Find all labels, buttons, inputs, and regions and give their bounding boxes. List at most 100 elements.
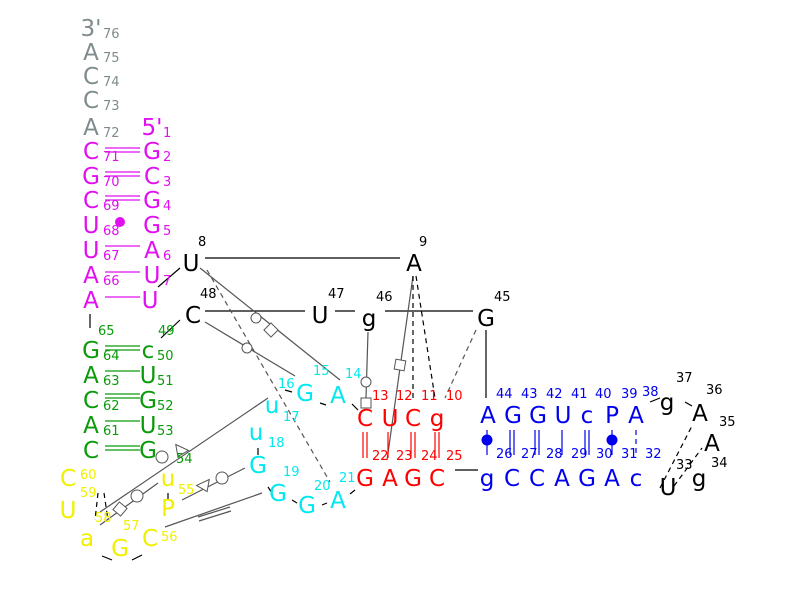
nucleotide-39: P bbox=[605, 403, 619, 429]
nucleotide-20: A bbox=[330, 488, 346, 514]
bond-line bbox=[99, 482, 159, 526]
nucleotide-number: 9 bbox=[419, 235, 427, 250]
bond-line bbox=[267, 486, 273, 494]
nucleotide-34: g bbox=[692, 466, 707, 492]
nucleotide-number: 69 bbox=[103, 199, 120, 214]
bond-line bbox=[673, 447, 703, 487]
nucleotide-53: U bbox=[140, 413, 157, 439]
nucleotide-6: A bbox=[144, 238, 160, 264]
bond-line bbox=[319, 402, 327, 406]
bond-line bbox=[684, 401, 693, 407]
circle-marker-icon bbox=[241, 342, 253, 354]
pair-dot-icon bbox=[606, 434, 618, 446]
bond-line bbox=[131, 554, 143, 561]
nucleotide-number: 48 bbox=[200, 287, 217, 302]
nucleotide-67: U bbox=[83, 238, 100, 264]
nucleotide-46: g bbox=[362, 306, 377, 332]
nucleotide-number: 40 bbox=[595, 387, 612, 402]
nucleotide-number: 52 bbox=[157, 399, 174, 414]
nucleotide-30: G bbox=[578, 466, 596, 492]
nucleotide-71: C bbox=[83, 139, 99, 165]
nucleotide-number: 47 bbox=[328, 287, 345, 302]
nucleotide-number: 51 bbox=[157, 374, 174, 389]
nucleotide-number: 62 bbox=[103, 399, 120, 414]
nucleotide-number: 20 bbox=[314, 479, 331, 494]
nucleotide-72: A bbox=[83, 115, 99, 141]
bond-line bbox=[164, 492, 263, 528]
nucleotide-number: 61 bbox=[103, 424, 120, 439]
nucleotide-number: 42 bbox=[546, 387, 563, 402]
nucleotide-x: G bbox=[298, 493, 316, 519]
nucleotide-57: G bbox=[111, 536, 129, 562]
nucleotide-number: 26 bbox=[496, 447, 513, 462]
position-label: 65 bbox=[98, 324, 115, 339]
bond-line bbox=[415, 275, 436, 399]
nucleotide-22: G bbox=[356, 466, 374, 492]
bond-line bbox=[99, 397, 269, 513]
nucleotide-number: 3 bbox=[163, 175, 171, 190]
nucleotide-54: G bbox=[139, 438, 157, 464]
nucleotide-number: 44 bbox=[496, 387, 513, 402]
bond-line bbox=[659, 423, 694, 489]
nucleotide-number: 16 bbox=[278, 377, 295, 392]
nucleotide-number: 76 bbox=[103, 27, 120, 42]
position-label: 14 bbox=[345, 367, 362, 382]
nucleotide-15: A bbox=[330, 383, 346, 409]
nucleotide-19: G bbox=[249, 453, 267, 479]
nucleotide-number: 30 bbox=[596, 447, 613, 462]
nucleotide-number: 75 bbox=[103, 51, 120, 66]
bond-line bbox=[291, 499, 298, 504]
nucleotide-number: 57 bbox=[123, 519, 140, 534]
nucleotide-x: A bbox=[83, 288, 99, 314]
bond-line bbox=[198, 510, 232, 522]
nucleotide-number: 68 bbox=[103, 224, 120, 239]
bond-line bbox=[444, 329, 477, 399]
nucleotide-number: 53 bbox=[157, 424, 174, 439]
nucleotide-number: 66 bbox=[103, 274, 120, 289]
nucleotide-number: 32 bbox=[645, 447, 662, 462]
nucleotide-24: G bbox=[404, 466, 422, 492]
nucleotide-69: C bbox=[83, 188, 99, 214]
nucleotide-37: g bbox=[660, 390, 675, 416]
bond-line bbox=[157, 267, 181, 288]
nucleotide-55: u bbox=[161, 466, 176, 492]
nucleotide-75: A bbox=[83, 40, 99, 66]
nucleotide-70: G bbox=[82, 164, 100, 190]
nucleotide-number: 1 bbox=[163, 126, 171, 141]
nucleotide-number: 45 bbox=[494, 290, 511, 305]
nucleotide-48: C bbox=[185, 303, 201, 329]
nucleotide-50: c bbox=[142, 338, 155, 364]
square-marker-icon bbox=[112, 501, 128, 517]
bond-line bbox=[94, 492, 99, 521]
nucleotide-number: 8 bbox=[198, 235, 206, 250]
nucleotide-58: a bbox=[80, 526, 94, 552]
circle-marker-icon bbox=[250, 312, 262, 324]
nucleotide-68: U bbox=[83, 213, 100, 239]
nucleotide-76: 3' bbox=[81, 16, 102, 42]
nucleotide-number: 58 bbox=[95, 511, 112, 526]
nucleotide-66: A bbox=[83, 263, 99, 289]
nucleotide-33: U bbox=[660, 475, 677, 501]
nucleotide-31: A bbox=[604, 466, 620, 492]
pair-dot-icon bbox=[481, 434, 493, 446]
nucleotide-25: C bbox=[429, 466, 445, 492]
nucleotide-number: 7 bbox=[163, 274, 171, 289]
nucleotide-number: 34 bbox=[711, 456, 728, 471]
triangle-marker-icon bbox=[195, 478, 210, 493]
nucleotide-56: C bbox=[142, 526, 158, 552]
nucleotide-51: U bbox=[140, 363, 157, 389]
bond-line bbox=[321, 502, 328, 506]
nucleotide-60: C bbox=[60, 466, 76, 492]
nucleotide-number: 36 bbox=[706, 383, 723, 398]
nucleotide-number: 64 bbox=[103, 349, 120, 364]
nucleotide-29: A bbox=[554, 466, 570, 492]
nucleotide-63: A bbox=[83, 363, 99, 389]
nucleotide-number: 31 bbox=[621, 447, 638, 462]
nucleotide-35: A bbox=[704, 431, 720, 457]
nucleotide-number: 73 bbox=[103, 99, 120, 114]
nucleotide-number: 11 bbox=[421, 389, 438, 404]
nucleotide-number: 74 bbox=[103, 75, 120, 90]
